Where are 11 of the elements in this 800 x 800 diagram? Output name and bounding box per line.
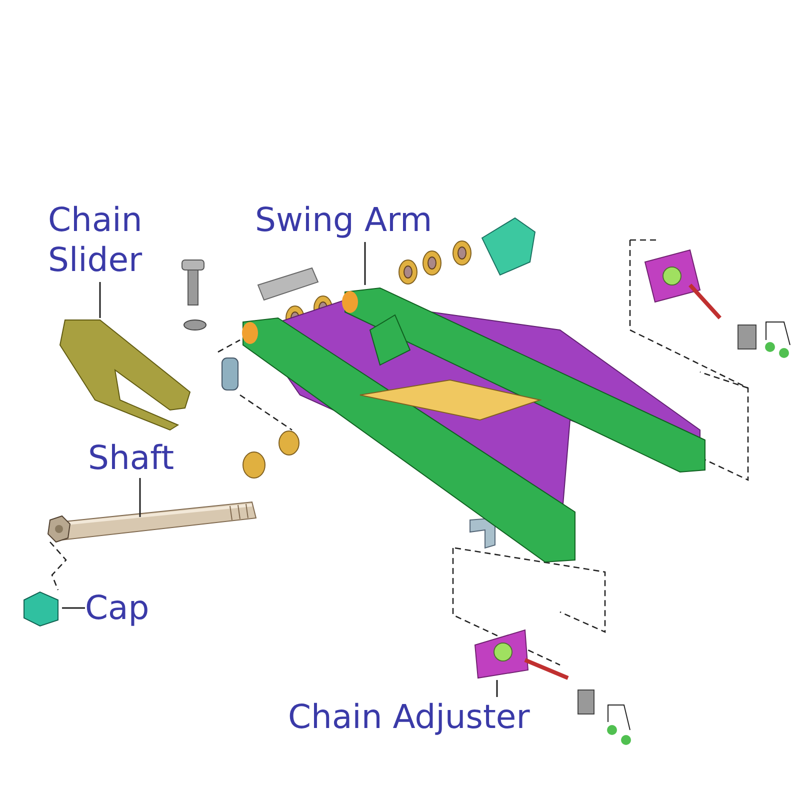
part-label: Chain Adjuster — [288, 697, 563, 737]
part-label: Swing Arm — [255, 200, 455, 240]
leader-line — [496, 680, 498, 697]
leader-line — [139, 478, 141, 517]
leader-line — [62, 607, 85, 609]
part-label: Cap — [85, 588, 160, 628]
leader-line — [99, 282, 101, 318]
part-label: Chain Slider — [48, 200, 158, 280]
shaft-drawing — [48, 500, 258, 542]
leader-line — [364, 242, 366, 285]
part-label: Shaft — [88, 438, 198, 478]
